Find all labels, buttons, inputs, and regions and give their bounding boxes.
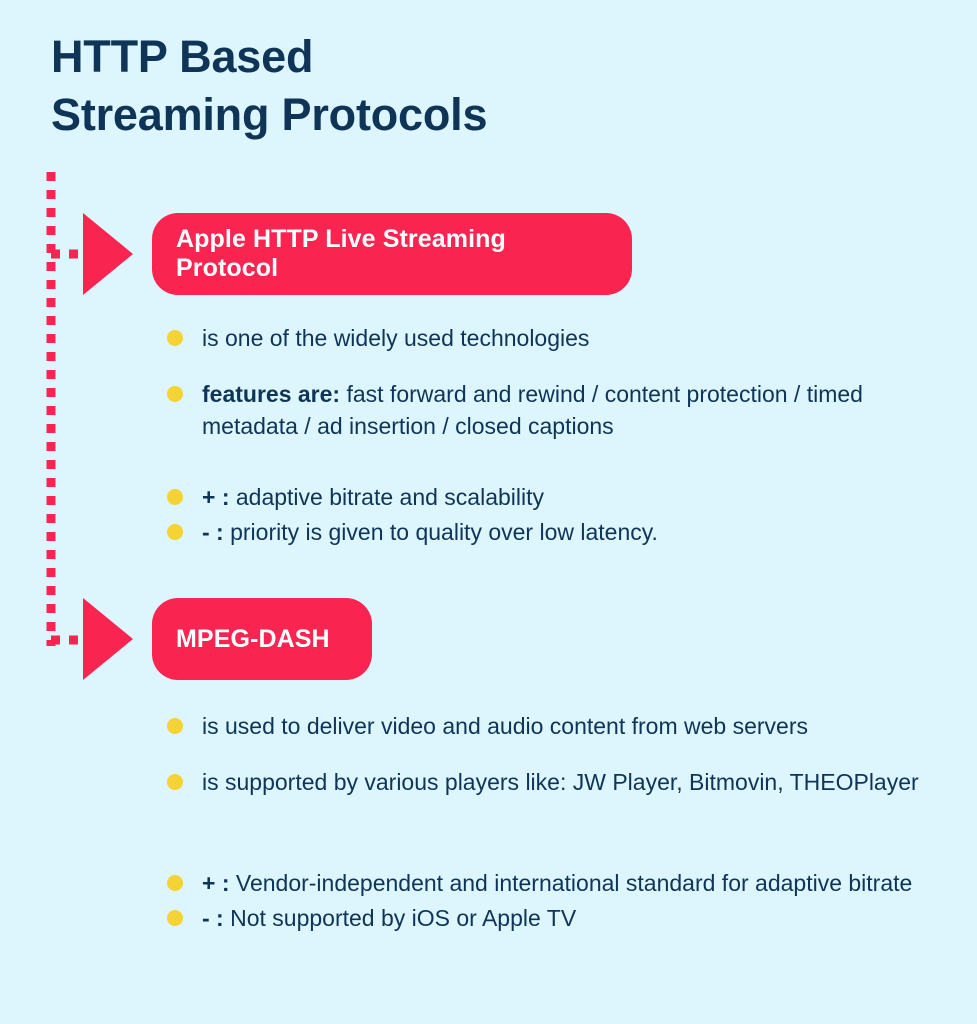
list-item-text: + : adaptive bitrate and scalability (202, 481, 947, 514)
page-title-line-1: HTTP Based (51, 31, 314, 82)
list-item-body: is used to deliver video and audio conte… (202, 713, 808, 739)
list-item: - : priority is given to quality over lo… (167, 516, 947, 549)
list-item-body: is supported by various players like: JW… (202, 768, 919, 795)
list-item-body: fast forward and rewind / content protec… (202, 380, 863, 440)
bullet-dot-icon (167, 875, 183, 891)
list-item-body: is one of the widely used technologies (202, 325, 590, 351)
arrow-icon-section-2 (83, 598, 133, 680)
bullet-group-hls-features: is one of the widely used technologies f… (167, 322, 947, 443)
list-item-text: is one of the widely used technologies (202, 322, 947, 355)
list-item-lead: + : (202, 484, 230, 510)
bullet-group-dash-features: is used to deliver video and audio conte… (167, 710, 947, 798)
list-item: is used to deliver video and audio conte… (167, 710, 947, 743)
badge-label: MPEG-DASH (176, 624, 330, 653)
bullet-dot-icon (167, 909, 183, 926)
list-item: is one of the widely used technologies (167, 322, 947, 355)
bullet-dot-icon (167, 385, 183, 402)
badge-apple-http-live-streaming[interactable]: Apple HTTP Live Streaming Protocol (152, 213, 632, 295)
bullet-group-dash-pros-cons: + : Vendor-independent and international… (167, 867, 947, 936)
list-item: + : adaptive bitrate and scalability (167, 481, 947, 514)
list-item-body: Vendor-independent and international sta… (229, 870, 913, 896)
list-item-body: adaptive bitrate and scalability (229, 484, 545, 510)
bullet-dot-icon (167, 330, 183, 346)
arrow-icon-section-1 (83, 213, 133, 295)
page-title: HTTP Based Streaming Protocols (51, 28, 751, 143)
bullet-dot-icon (167, 718, 183, 734)
list-item-text: features are: fast forward and rewind / … (202, 378, 947, 443)
badge-mpeg-dash[interactable]: MPEG-DASH (152, 598, 372, 680)
list-item-text: + : Vendor-independent and international… (202, 867, 947, 900)
list-item: + : Vendor-independent and international… (167, 867, 947, 900)
list-item-body: Not supported by iOS or Apple TV (223, 904, 577, 931)
list-item: is supported by various players like: JW… (167, 766, 947, 799)
list-item-lead: - : (202, 518, 224, 545)
list-item-text: - : Not supported by iOS or Apple TV (202, 902, 947, 935)
list-item-text: is supported by various players like: JW… (202, 766, 947, 799)
list-item-lead: features are: (202, 380, 341, 407)
bullet-dot-icon (167, 523, 183, 540)
list-item: - : Not supported by iOS or Apple TV (167, 902, 947, 935)
bullet-dot-icon (167, 773, 183, 790)
list-item-lead: - : (202, 904, 224, 931)
list-item-text: is used to deliver video and audio conte… (202, 710, 947, 743)
list-item-lead: + : (202, 870, 230, 896)
badge-label: Apple HTTP Live Streaming Protocol (176, 225, 506, 282)
bullet-dot-icon (167, 489, 183, 505)
list-item-body: priority is given to quality over low la… (223, 518, 658, 545)
list-item: features are: fast forward and rewind / … (167, 378, 947, 443)
list-item-text: - : priority is given to quality over lo… (202, 516, 947, 549)
bullet-group-hls-pros-cons: + : adaptive bitrate and scalability - :… (167, 481, 947, 550)
page-title-line-2: Streaming Protocols (51, 88, 488, 140)
